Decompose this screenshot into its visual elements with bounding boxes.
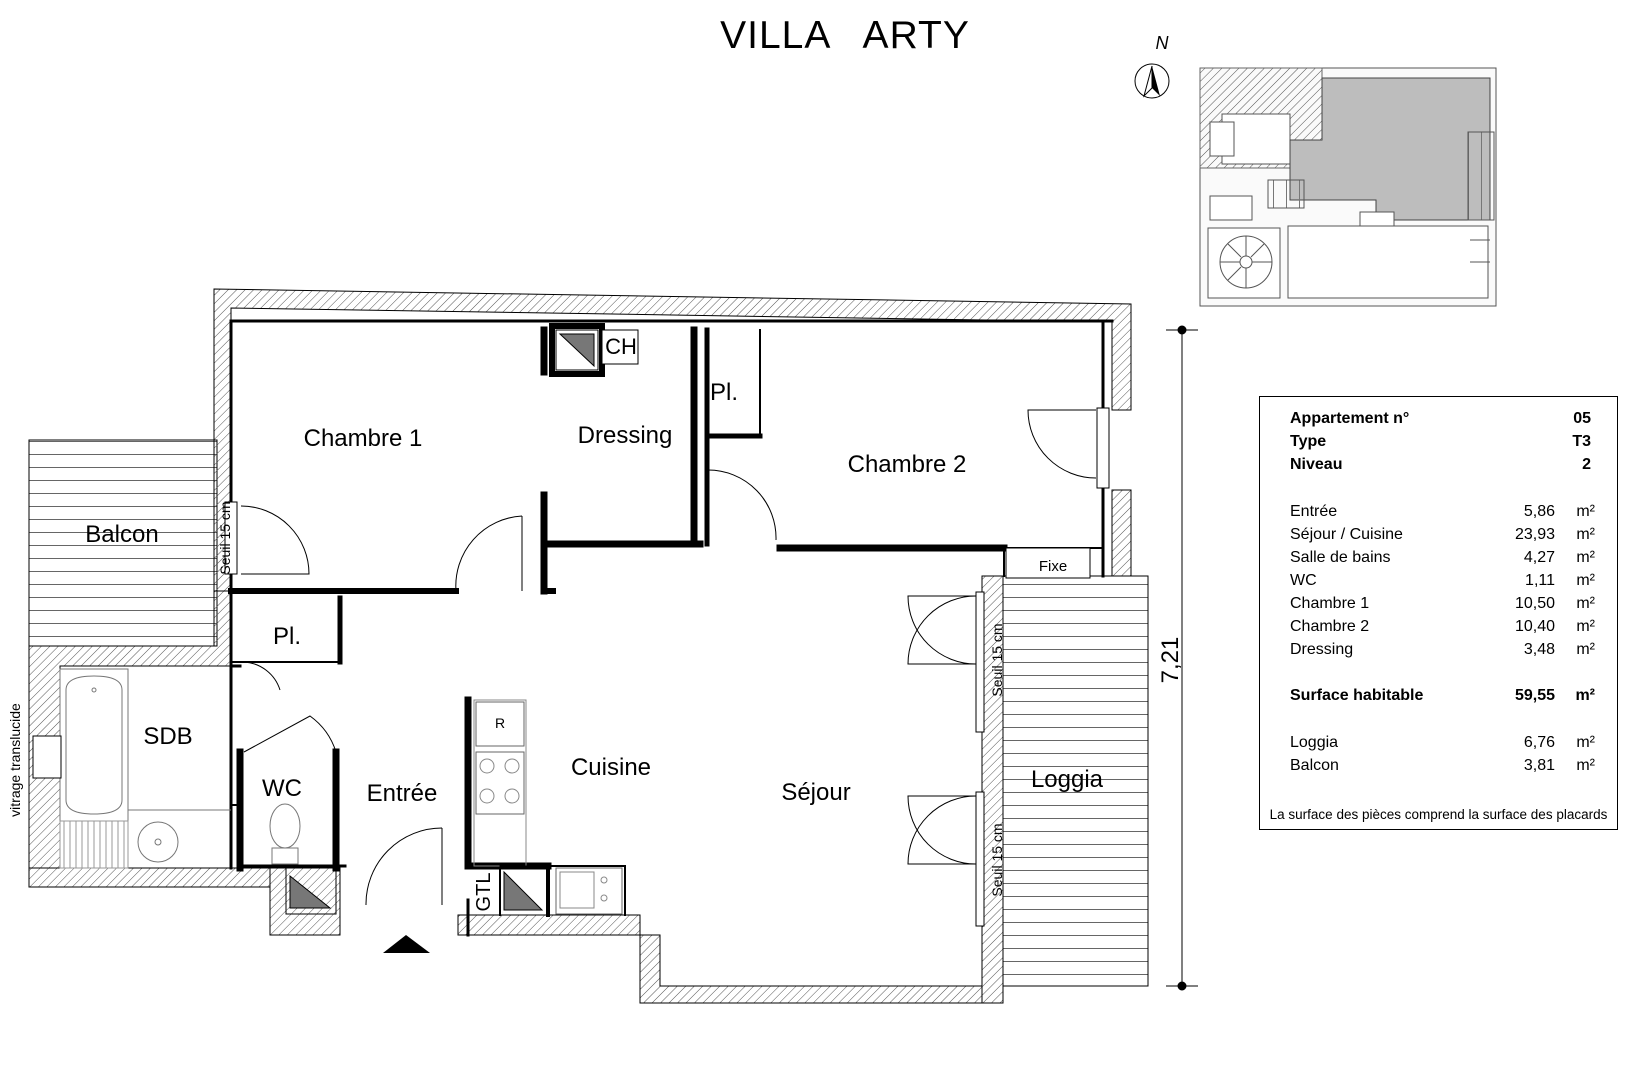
window-frames: [32, 407, 1110, 927]
room-label-placard-2: Pl.: [710, 379, 738, 406]
surface-row: Chambre 1 10,50 m²: [1290, 595, 1595, 617]
surface-total-value: 59,55: [1514, 687, 1555, 704]
room-label-placard-1: Pl.: [273, 623, 301, 650]
surface-total-unit: m²: [1575, 687, 1595, 704]
surface-value: 10,50: [1514, 595, 1555, 612]
exterior-row: Balcon 3,81 m²: [1290, 757, 1595, 779]
info-label: Niveau: [1290, 456, 1343, 473]
room-label-sejour: Séjour: [781, 779, 850, 806]
north-arrow-icon: [1134, 63, 1170, 99]
surface-row: Séjour / Cuisine 23,93 m²: [1290, 526, 1595, 548]
label-ch: CH: [605, 334, 637, 359]
surface-value: 3,48: [1523, 641, 1555, 658]
dimension-label: 7,21: [1157, 637, 1184, 684]
seuil-loggia-label-1: Seuil 15 cm: [989, 623, 1005, 696]
surface-row: Salle de bains 4,27 m²: [1290, 549, 1595, 571]
exterior-unit: m²: [1576, 734, 1595, 751]
exterior-value: 3,81: [1523, 757, 1555, 774]
entrance-arrow: [383, 935, 430, 953]
room-label-entree: Entrée: [367, 780, 438, 807]
vitrage-label: vitrage translucide: [7, 703, 23, 817]
surface-unit: m²: [1576, 526, 1595, 543]
surface-total-label: Surface habitable: [1290, 687, 1424, 704]
surface-label: WC: [1290, 572, 1317, 589]
plan-title: VILLA ARTY: [720, 14, 970, 57]
north-label: N: [1156, 33, 1170, 53]
seuil-loggia-label-2: Seuil 15 cm: [989, 823, 1005, 896]
surface-unit: m²: [1576, 618, 1595, 635]
exterior-value: 6,76: [1523, 734, 1555, 751]
exterior-unit: m²: [1576, 757, 1595, 774]
exterior-row: Loggia 6,76 m²: [1290, 734, 1595, 756]
washbasin: [128, 809, 231, 863]
kitchen-counter: [473, 699, 623, 915]
surface-value: 10,40: [1514, 618, 1555, 635]
apartment-info-box: Appartement n° 05 Type T3 Niveau 2 Entré…: [1259, 396, 1618, 830]
surface-unit: m²: [1576, 549, 1595, 566]
surface-label: Chambre 2: [1290, 618, 1370, 635]
loggia-area: [1002, 575, 1149, 987]
seuil-balcon-label: Seuil 15 cm: [217, 501, 233, 574]
room-label-loggia: Loggia: [1031, 766, 1104, 793]
surface-label: Dressing: [1290, 641, 1354, 658]
surface-value: 5,86: [1523, 503, 1555, 520]
interior-walls: [228, 319, 1114, 937]
exterior-label: Balcon: [1290, 757, 1339, 774]
balcon-area: [28, 439, 218, 647]
room-label-wc: WC: [262, 775, 302, 802]
surface-unit: m²: [1576, 572, 1595, 589]
label-fridge: R: [495, 715, 505, 731]
surface-row: WC 1,11 m²: [1290, 572, 1595, 594]
dimension-line: [1166, 325, 1198, 991]
info-row-appartement: Appartement n° 05: [1290, 410, 1595, 432]
surface-unit: m²: [1576, 595, 1595, 612]
exterior-walls: [28, 288, 1132, 1004]
technical-boxes: [285, 329, 639, 916]
surface-label: Séjour / Cuisine: [1290, 526, 1403, 543]
info-row-niveau: Niveau 2: [1290, 456, 1595, 478]
surface-value: 1,11: [1525, 572, 1555, 589]
surface-row: Entrée 5,86 m²: [1290, 503, 1595, 525]
info-row-type: Type T3: [1290, 433, 1595, 455]
doors: [240, 409, 1097, 906]
bathtub: [59, 668, 129, 822]
info-note: La surface des pièces comprend la surfac…: [1269, 807, 1608, 822]
room-label-dressing: Dressing: [578, 422, 673, 449]
room-label-sdb: SDB: [143, 723, 192, 750]
surface-label: Salle de bains: [1290, 549, 1391, 566]
surface-unit: m²: [1576, 503, 1595, 520]
info-label: Appartement n°: [1290, 410, 1410, 427]
info-value: T3: [1572, 433, 1591, 450]
room-label-chambre2: Chambre 2: [848, 451, 967, 478]
surface-row: Dressing 3,48 m²: [1290, 641, 1595, 663]
surface-label: Chambre 1: [1290, 595, 1370, 612]
room-label-balcon: Balcon: [85, 521, 158, 548]
surface-unit: m²: [1576, 641, 1595, 658]
label-fixe: Fixe: [1039, 558, 1067, 575]
shower-tray: [59, 820, 129, 869]
surface-label: Entrée: [1290, 503, 1338, 520]
surface-row: Chambre 2 10,40 m²: [1290, 618, 1595, 640]
surface-value: 23,93: [1514, 526, 1555, 543]
room-label-cuisine: Cuisine: [571, 754, 651, 781]
info-value: 05: [1573, 410, 1591, 427]
surface-total-row: Surface habitable 59,55 m²: [1290, 687, 1595, 709]
toilet: [269, 803, 301, 865]
surface-value: 4,27: [1523, 549, 1555, 566]
room-label-chambre1: Chambre 1: [304, 425, 423, 452]
label-gtl: GTL: [473, 873, 495, 912]
key-plan-thumbnail: [1199, 67, 1497, 307]
info-value: 2: [1582, 456, 1591, 473]
info-label: Type: [1290, 433, 1327, 450]
exterior-label: Loggia: [1290, 734, 1339, 751]
